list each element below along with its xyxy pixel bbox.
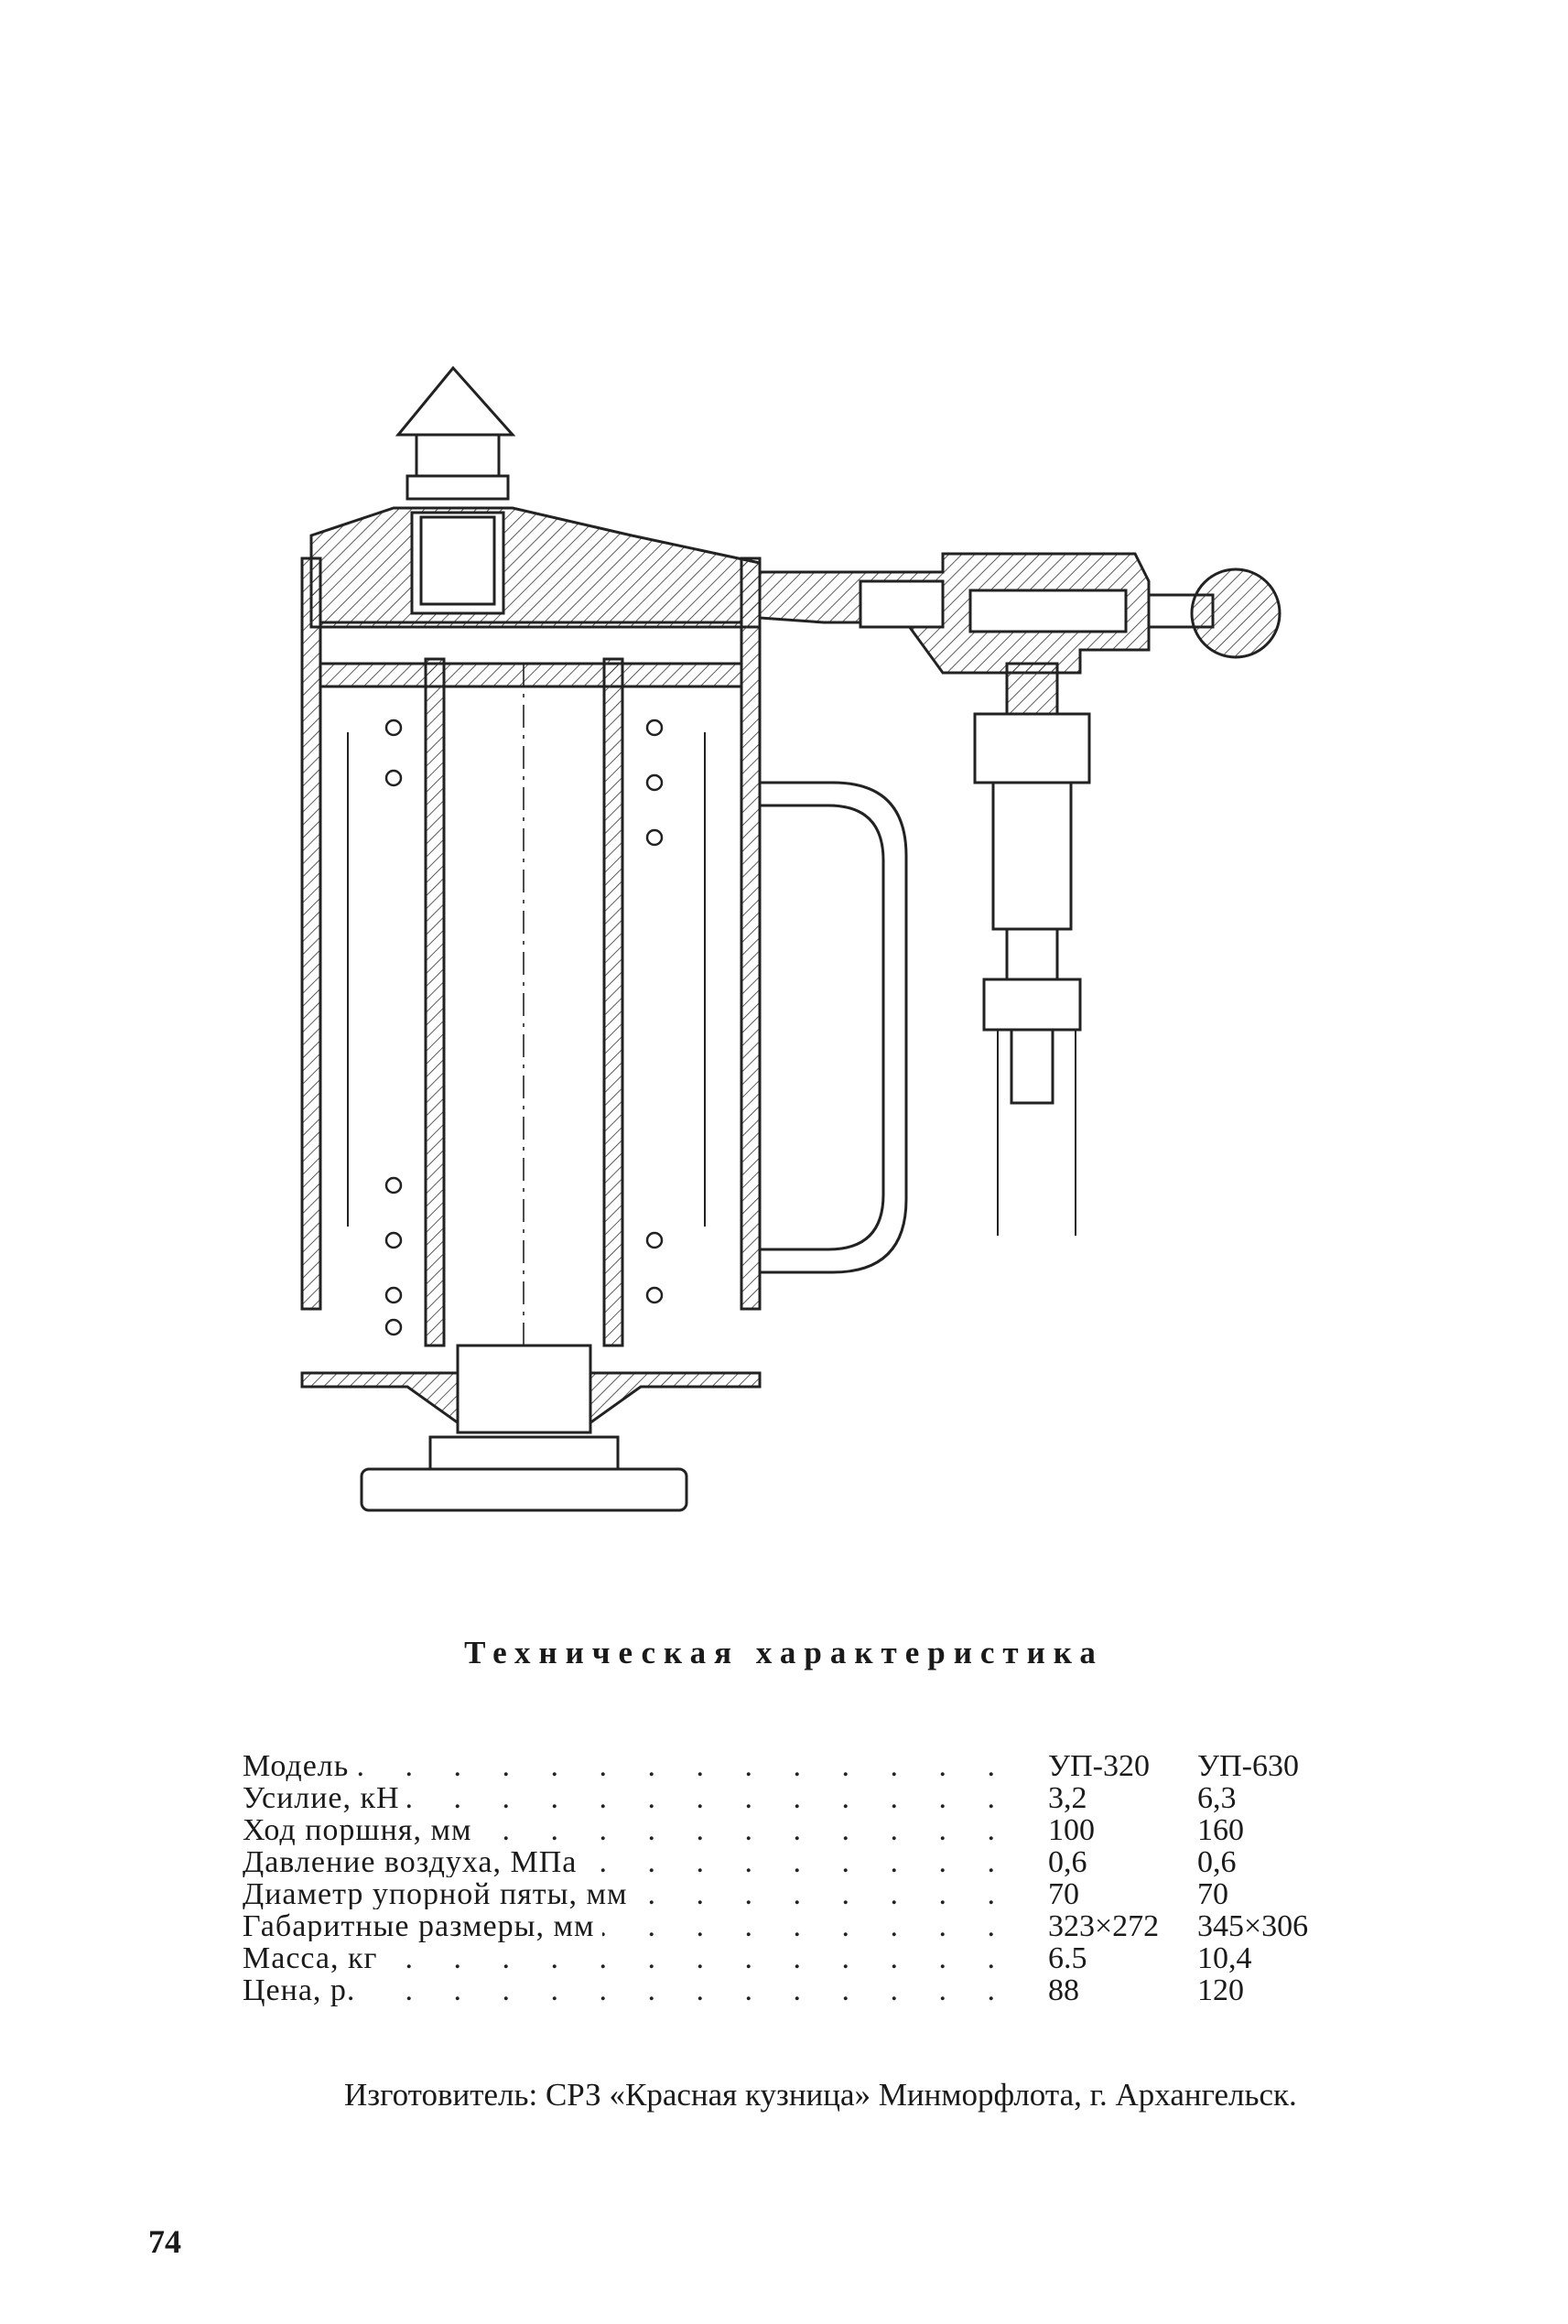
spec-value-up630: 0,6: [1197, 1845, 1237, 1879]
page-number: 74: [148, 2223, 181, 2260]
spec-value-up630: 160: [1197, 1813, 1244, 1847]
spec-label: Диаметр упорной пяты, мм: [243, 1877, 635, 1911]
spec-value-up320: 6.5: [1048, 1941, 1087, 1975]
spec-value-up320: 88: [1048, 1973, 1079, 2007]
spec-value-up320: 70: [1048, 1877, 1079, 1911]
spec-label: Габаритные размеры, мм: [243, 1909, 602, 1943]
spec-value-up320: 100: [1048, 1813, 1095, 1847]
spec-value-up630: 10,4: [1197, 1941, 1252, 1975]
spec-value-up630: 120: [1197, 1973, 1244, 2007]
spec-value-up320: 0,6: [1048, 1845, 1087, 1879]
spec-value-up630: 345×306: [1197, 1909, 1309, 1943]
spec-value-up630: УП-630: [1197, 1749, 1299, 1783]
spec-label: Усилие, кН: [243, 1781, 407, 1815]
spec-label: Давление воздуха, МПа: [243, 1845, 585, 1879]
pneumatic-press-drawing: [300, 365, 1281, 1512]
spec-title: Техническая характеристика: [464, 1635, 1104, 1670]
spec-value-up630: 70: [1197, 1877, 1228, 1911]
spec-label: Ход поршня, мм: [243, 1813, 480, 1847]
spec-value-up320: 323×272: [1048, 1909, 1160, 1943]
spec-label: Масса, кг: [243, 1941, 385, 1975]
spec-label: Модель: [243, 1749, 357, 1783]
spec-value-up320: УП-320: [1048, 1749, 1150, 1783]
spec-label: Цена, р.: [243, 1973, 363, 2007]
spec-value-up320: 3,2: [1048, 1781, 1087, 1815]
manufacturer-note: Изготовитель: СРЗ «Красная кузница» Минм…: [344, 2077, 1297, 2113]
technical-drawing: [275, 348, 1336, 1547]
spec-value-up630: 6,3: [1197, 1781, 1237, 1815]
